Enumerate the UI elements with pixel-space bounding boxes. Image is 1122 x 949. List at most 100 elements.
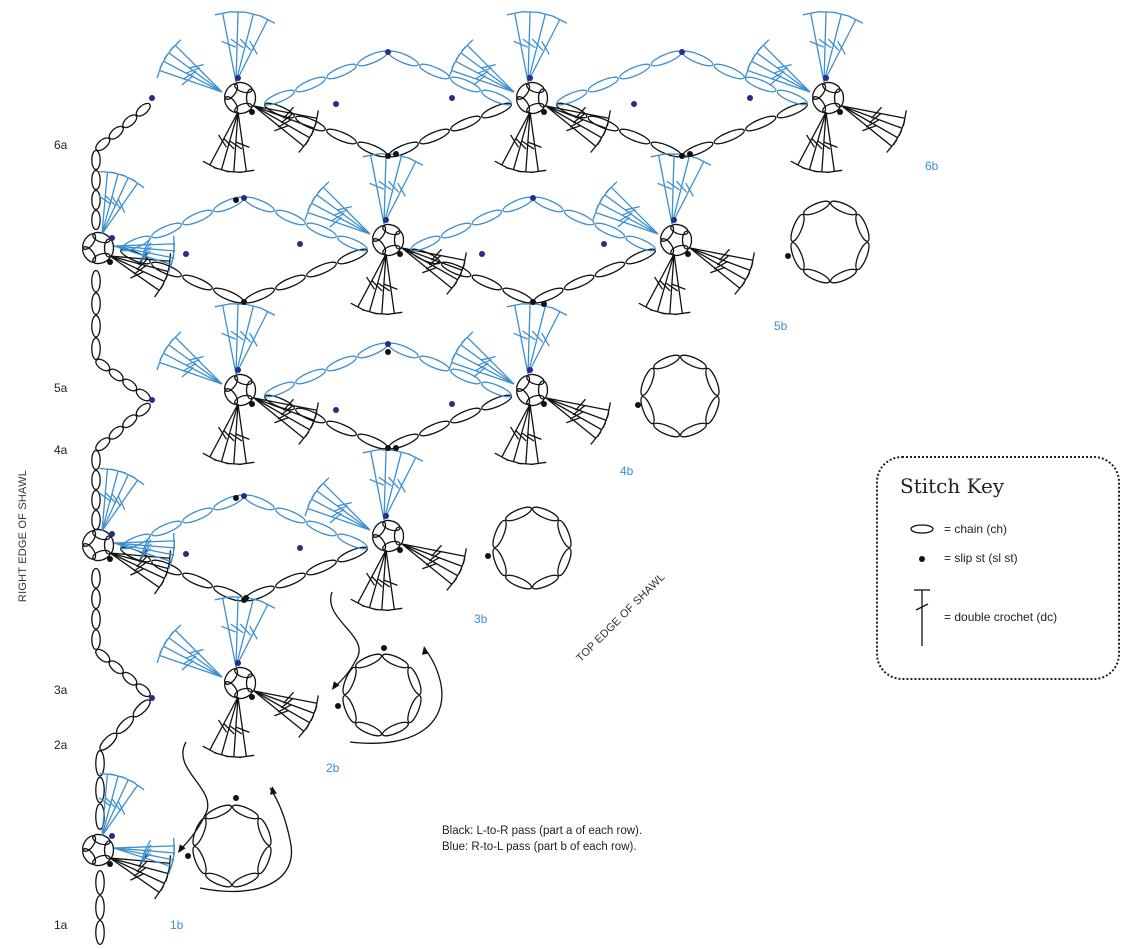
dc-bar bbox=[481, 65, 496, 68]
dc-post bbox=[236, 306, 253, 374]
dc-bar bbox=[862, 126, 876, 131]
chain-stitch bbox=[652, 353, 681, 372]
slip-stitch bbox=[383, 217, 389, 223]
dc-bar bbox=[274, 126, 288, 131]
slip-stitch bbox=[385, 49, 391, 55]
chain-stitch bbox=[563, 207, 595, 227]
slip-stitch bbox=[183, 251, 189, 257]
dc-post bbox=[456, 353, 514, 384]
dc-bar bbox=[812, 138, 822, 148]
slip-stitch bbox=[530, 195, 536, 201]
chain-stitch bbox=[679, 421, 708, 440]
dc-post bbox=[402, 544, 452, 584]
dc-post bbox=[223, 305, 236, 374]
row-label-2a: 2a bbox=[54, 738, 68, 752]
chain-stitch bbox=[531, 573, 560, 592]
chain-stitch bbox=[418, 418, 451, 438]
key-row-slip: = slip st (sl st) bbox=[878, 546, 1118, 570]
double-crochet bbox=[170, 332, 222, 384]
double-crochet bbox=[528, 308, 567, 374]
slip-stitch bbox=[185, 853, 191, 859]
double-crochet bbox=[672, 254, 691, 315]
dc-post bbox=[236, 304, 238, 374]
row-label-2b: 2b bbox=[326, 761, 340, 775]
double-crochet bbox=[507, 304, 528, 374]
dc-bar bbox=[710, 268, 724, 273]
dc-post bbox=[386, 254, 394, 313]
slip-stitch bbox=[249, 694, 255, 700]
chain-stitch bbox=[681, 139, 714, 159]
chain-stitch bbox=[263, 87, 296, 107]
dc-post bbox=[236, 312, 268, 374]
double-crochet bbox=[384, 550, 403, 611]
double-crochet bbox=[164, 631, 222, 677]
dc-post bbox=[223, 598, 236, 667]
row-label-5a: 5a bbox=[54, 381, 68, 395]
slip-stitch bbox=[235, 75, 241, 81]
dc-post bbox=[254, 691, 304, 731]
key-row-dc: = double crochet (dc) bbox=[878, 584, 1118, 648]
slip-stitch bbox=[527, 75, 533, 81]
chain-stitch bbox=[490, 519, 508, 549]
double-crochet bbox=[170, 40, 222, 92]
chain-stitch bbox=[96, 921, 104, 945]
chain-stitch bbox=[97, 731, 119, 753]
chain-stitch bbox=[594, 259, 626, 279]
chain-stitch bbox=[243, 492, 276, 512]
slip-stitch bbox=[297, 241, 303, 247]
dc-bar bbox=[532, 39, 542, 50]
chain-stitch bbox=[618, 126, 651, 146]
chain-stitch bbox=[788, 213, 806, 243]
double-crochet bbox=[236, 308, 275, 374]
double-crochet bbox=[363, 450, 384, 520]
chain-stitch bbox=[618, 61, 651, 81]
row-label-4a: 4a bbox=[54, 443, 68, 457]
double-crochet bbox=[639, 254, 674, 311]
dc-post bbox=[690, 248, 740, 288]
double-crochet bbox=[758, 40, 810, 92]
chain-stitch bbox=[638, 367, 656, 397]
dc-top bbox=[155, 581, 164, 594]
right-edge-label: RIGHT EDGE OF SHAWL bbox=[17, 470, 29, 602]
slip-stitch bbox=[449, 401, 455, 407]
dc-bar bbox=[337, 503, 352, 506]
slip-stitch bbox=[107, 556, 113, 562]
row-label-6b: 6b bbox=[925, 159, 939, 173]
dc-post bbox=[223, 13, 236, 82]
chain-stitch bbox=[92, 451, 100, 470]
dc-post bbox=[358, 550, 386, 603]
chain-stitch bbox=[650, 48, 683, 68]
chain-stitch bbox=[744, 74, 777, 94]
ring-chain bbox=[222, 374, 240, 394]
chain-stitch bbox=[744, 113, 777, 133]
ring-chain bbox=[370, 224, 388, 244]
chain-stitch bbox=[231, 803, 260, 822]
dc-post bbox=[386, 550, 394, 609]
key-label-chain: = chain (ch) bbox=[944, 522, 1007, 536]
dc-post bbox=[502, 112, 530, 165]
chain-stitch bbox=[471, 272, 503, 292]
dc-top bbox=[735, 282, 745, 294]
slip-stitch bbox=[183, 551, 189, 557]
chain-stitch bbox=[405, 694, 423, 724]
double-crochet bbox=[495, 404, 530, 461]
chain-stitch bbox=[501, 194, 533, 214]
key-label-slip: = slip st (sl st) bbox=[944, 551, 1018, 565]
double-crochet bbox=[236, 697, 255, 758]
dc-post bbox=[646, 254, 674, 307]
chain-stitch bbox=[274, 207, 307, 227]
chain-stitch bbox=[381, 652, 410, 671]
chain-stitch bbox=[418, 353, 451, 373]
double-crochet bbox=[546, 398, 601, 444]
chain-stitch bbox=[531, 505, 560, 524]
dc-post bbox=[358, 254, 386, 307]
double-crochet bbox=[215, 597, 236, 667]
dc-post bbox=[748, 71, 810, 92]
double-crochet bbox=[164, 46, 222, 92]
chain-stitch bbox=[409, 233, 441, 253]
slip-stitch bbox=[297, 545, 303, 551]
double-crochet bbox=[384, 450, 409, 520]
double-crochet bbox=[384, 254, 403, 315]
dc-bar bbox=[828, 39, 838, 50]
dc-bar bbox=[118, 199, 124, 212]
